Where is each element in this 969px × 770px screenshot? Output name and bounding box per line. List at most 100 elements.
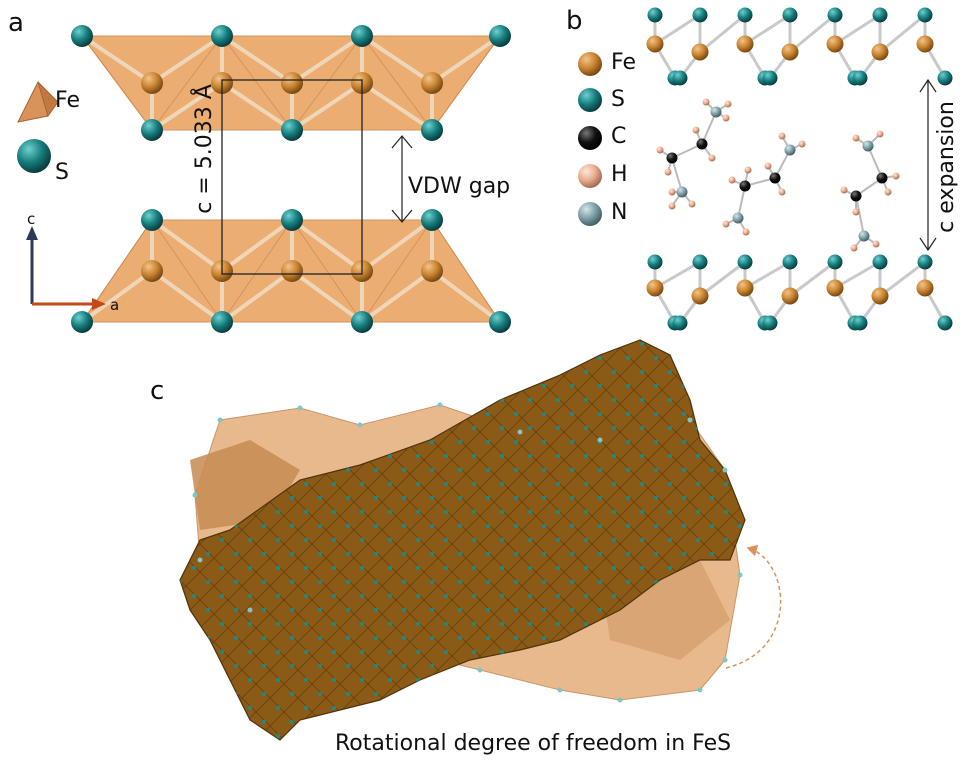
s-atom	[206, 552, 210, 556]
s-atom	[528, 342, 532, 346]
c-atom	[850, 190, 862, 202]
s-atom	[458, 608, 462, 612]
s-atom	[738, 664, 742, 668]
fe-atom	[736, 35, 754, 53]
s-atom	[917, 254, 933, 270]
s-atom	[724, 706, 728, 710]
s-atom	[878, 664, 882, 668]
s-atom	[458, 328, 462, 332]
grid-line	[964, 160, 969, 760]
s-atom	[290, 580, 294, 584]
n-atom	[858, 230, 870, 242]
grid-line	[0, 160, 52, 760]
s-atom	[647, 7, 663, 23]
s-atom	[489, 311, 511, 333]
s-atom	[612, 426, 616, 430]
s-atom	[692, 7, 708, 23]
s-atom	[710, 468, 714, 472]
grid-line	[852, 160, 969, 760]
s-atom	[934, 636, 938, 640]
s-atom	[556, 426, 560, 430]
grid-line	[180, 340, 445, 740]
s-atom	[304, 622, 308, 626]
s-atom	[766, 384, 770, 388]
s-atom	[180, 720, 182, 724]
panel-c-caption: Rotational degree of freedom in FeS	[335, 731, 732, 756]
s-atom	[584, 398, 588, 402]
s-atom	[584, 566, 588, 570]
s-atom	[738, 412, 742, 416]
s-atom	[836, 426, 840, 430]
s-atom	[920, 538, 924, 542]
s-atom	[514, 720, 518, 724]
grid-line	[824, 160, 969, 760]
s-atom	[556, 706, 560, 710]
grid-line	[403, 340, 745, 740]
s-atom	[682, 412, 686, 416]
s-atom	[808, 706, 812, 710]
s-atom	[388, 566, 392, 570]
s-atom	[654, 552, 658, 556]
s-atom	[290, 552, 294, 556]
s-atom	[346, 496, 350, 500]
s-atom	[346, 412, 350, 416]
s-atom	[836, 734, 840, 738]
s-atom	[388, 454, 392, 458]
s-atom	[528, 510, 532, 514]
s-atom	[486, 496, 490, 500]
c-atom	[696, 138, 708, 150]
s-atom	[850, 720, 854, 724]
s-atom	[304, 538, 308, 542]
s-atom	[542, 552, 546, 556]
grid-line	[263, 340, 745, 740]
s-atom	[304, 482, 308, 486]
s-atom	[584, 342, 588, 346]
s-atom	[852, 315, 868, 331]
s-atom	[514, 636, 518, 640]
s-atom	[234, 412, 238, 416]
s-atom	[430, 328, 434, 332]
fe-s-bond	[744, 260, 791, 290]
s-atom	[794, 356, 798, 360]
s-atom	[220, 594, 224, 598]
s-atom	[920, 706, 924, 710]
s-atom	[626, 552, 630, 556]
s-atom	[822, 524, 826, 528]
fe-atom	[281, 72, 303, 94]
s-atom	[682, 468, 686, 472]
s-atom	[724, 538, 728, 542]
grid-line	[0, 160, 136, 760]
s-atom	[710, 384, 714, 388]
s-atom	[766, 440, 770, 444]
s-atom	[332, 342, 336, 346]
s-atom	[192, 370, 196, 374]
s-atom	[444, 510, 448, 514]
s-atom	[948, 678, 952, 682]
s-atom	[822, 412, 826, 416]
s-atom	[458, 440, 462, 444]
s-atom	[318, 636, 322, 640]
s-atom	[192, 678, 196, 682]
s-atom	[752, 734, 756, 738]
grid-line	[683, 340, 745, 740]
s-atom	[500, 510, 504, 514]
s-atom	[262, 720, 266, 724]
s-atom	[836, 482, 840, 486]
s-atom	[962, 384, 966, 388]
s-atom	[570, 720, 574, 724]
s-atom	[374, 664, 378, 668]
s-atom	[906, 608, 910, 612]
s-atom	[262, 552, 266, 556]
s-atom	[584, 706, 588, 710]
s-atom	[500, 370, 504, 374]
s-atom	[668, 706, 672, 710]
s-atom	[878, 692, 882, 696]
s-atom	[247, 607, 253, 613]
s-atom	[248, 398, 252, 402]
s-atom	[248, 538, 252, 542]
s-atom	[794, 720, 798, 724]
s-atom	[948, 398, 952, 402]
s-atom	[612, 706, 616, 710]
s-atom	[892, 706, 896, 710]
s-atom	[557, 687, 563, 693]
